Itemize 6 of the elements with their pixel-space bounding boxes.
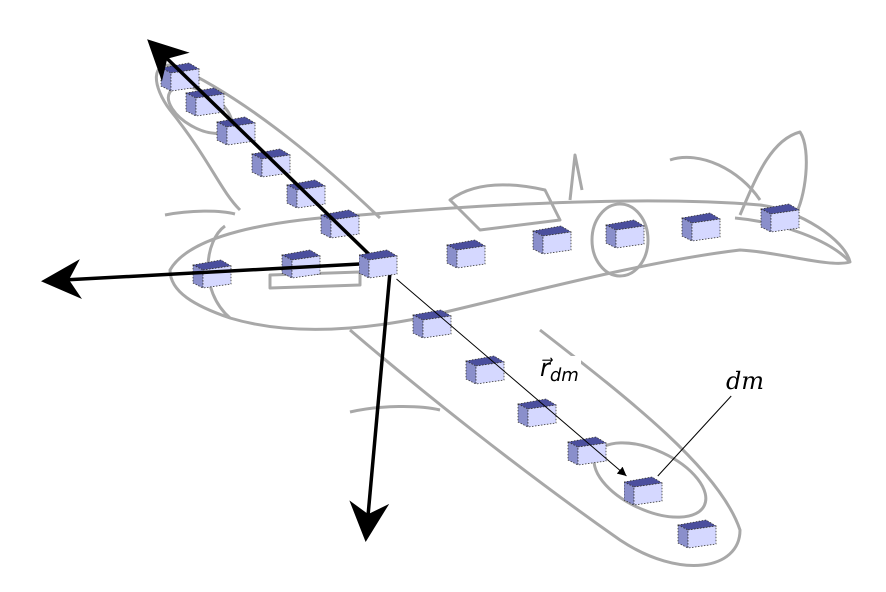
mass-element-box xyxy=(624,476,664,506)
position-vector-arrow xyxy=(396,278,627,476)
mass-element-box xyxy=(359,249,399,279)
mass-label: dm xyxy=(724,366,766,396)
leader-line xyxy=(657,396,732,476)
edge-label: r⃗$_{dm}$ xyxy=(538,356,581,380)
